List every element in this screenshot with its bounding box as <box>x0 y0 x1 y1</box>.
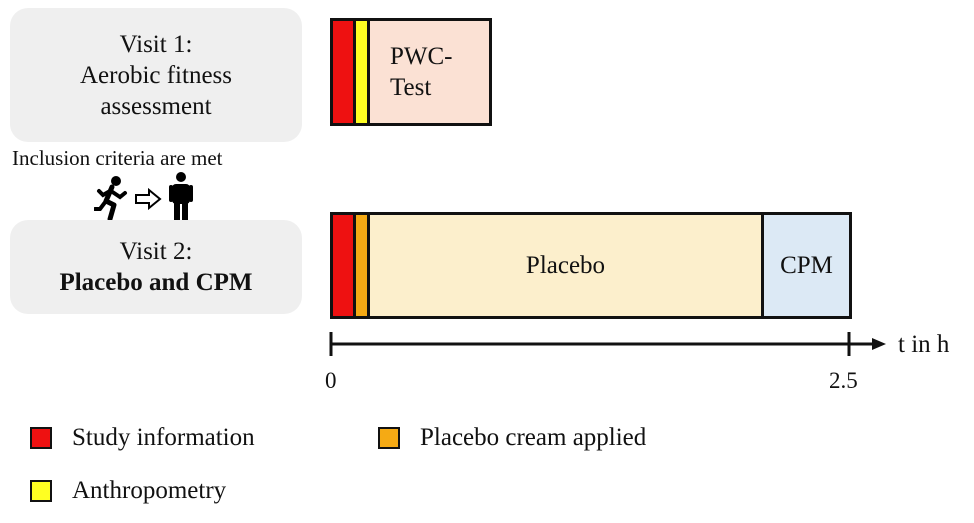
visit2-subtitle: Placebo and CPM <box>59 269 253 296</box>
axis-label: t in h <box>898 331 950 358</box>
axis-tick-start: 0 <box>325 368 337 393</box>
visit1-subtitle-line2: assessment <box>100 92 212 120</box>
transition-icons <box>94 172 194 226</box>
pwc-test-label-line2: Test <box>390 74 432 101</box>
legend-anthropometry: Anthropometry <box>30 477 226 505</box>
placebo-segment: Placebo <box>370 215 764 316</box>
arrow-right-icon <box>135 188 162 210</box>
cpm-label: CPM <box>780 251 833 279</box>
pwc-test-label-line1: PWC- <box>390 43 453 70</box>
visit1-title: Visit 1: <box>119 30 193 58</box>
visit1-box: Visit 1: Aerobic fitness assessment <box>10 8 302 142</box>
legend-placebo-cream: Placebo cream applied <box>378 424 646 452</box>
legend-label: Study information <box>72 424 255 451</box>
legend-label: Placebo cream applied <box>420 424 647 451</box>
visit1-subtitle-line1: Aerobic fitness <box>79 61 233 89</box>
time-axis <box>329 332 886 356</box>
inclusion-criteria-text: Inclusion criteria are met <box>12 146 223 170</box>
visit1-timeline-bar: PWC- Test <box>330 18 492 126</box>
legend-label: Anthropometry <box>72 477 227 504</box>
pwc-test-segment: PWC- Test <box>370 21 489 123</box>
axis-tick-end: 2.5 <box>829 368 858 393</box>
visit2-box: Visit 2: Placebo and CPM <box>10 220 302 314</box>
study-information-segment <box>333 21 356 123</box>
placebo-label: Placebo <box>525 251 606 279</box>
visit2-title: Visit 2: <box>119 238 193 265</box>
standing-person-icon <box>169 172 193 225</box>
legend-swatch-yellow <box>30 480 52 502</box>
visit2-timeline-bar: Placebo CPM <box>330 212 852 319</box>
legend-swatch-red <box>30 427 52 449</box>
placebo-cream-segment <box>356 215 370 316</box>
study-information-segment <box>333 215 356 316</box>
anthropometry-segment <box>356 21 370 123</box>
cpm-segment: CPM <box>764 215 849 316</box>
legend-study-information: Study information <box>30 424 255 452</box>
runner-icon <box>94 176 127 222</box>
legend-swatch-orange <box>378 427 400 449</box>
